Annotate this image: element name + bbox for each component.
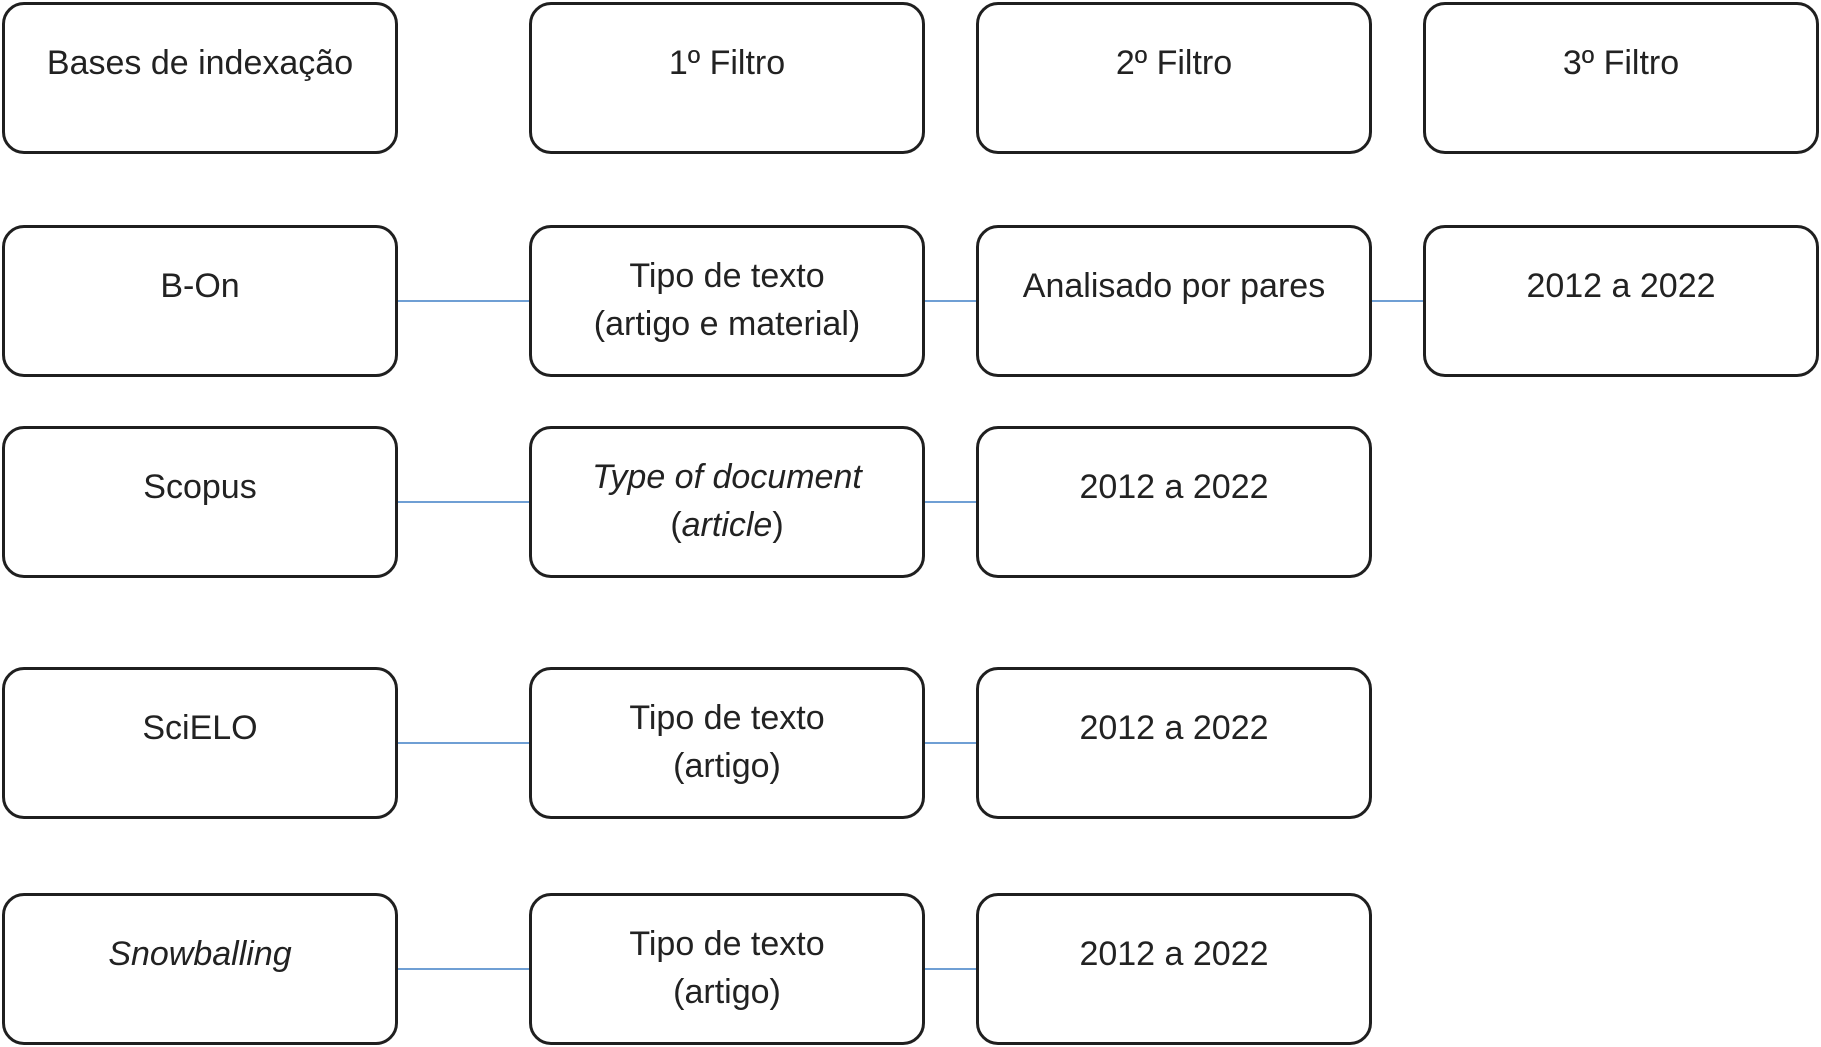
snowballing-filter1-line2: (artigo) xyxy=(673,973,781,1011)
scopus-filter1-close-paren: ) xyxy=(772,506,784,544)
b-on-filter3-label: 2012 a 2022 xyxy=(1526,267,1716,305)
snowballing-filter1-line1: Tipo de texto xyxy=(629,925,825,963)
base-b-on-box: B-On xyxy=(2,225,398,377)
scielo-filter2-label: 2012 a 2022 xyxy=(1079,709,1269,747)
header-filter3-label: 3º Filtro xyxy=(1562,44,1680,82)
snowballing-filter2-box: 2012 a 2022 xyxy=(976,893,1372,1045)
b-on-filter1-line2: (artigo e material) xyxy=(593,305,861,343)
snowballing-filter2-label: 2012 a 2022 xyxy=(1079,935,1269,973)
base-scielo-label: SciELO xyxy=(142,709,258,747)
header-filter3-box: 3º Filtro xyxy=(1423,2,1819,154)
base-b-on-label: B-On xyxy=(160,267,240,305)
base-scopus-box: Scopus xyxy=(2,426,398,578)
connector-b-on-filter2 xyxy=(925,300,976,302)
scopus-filter1-open-paren: ( xyxy=(670,506,682,544)
connector-scielo-filter2 xyxy=(925,742,976,744)
scopus-filter1-article: article xyxy=(681,506,773,544)
header-filter2-box: 2º Filtro xyxy=(976,2,1372,154)
b-on-filter2-box: Analisado por pares xyxy=(976,225,1372,377)
b-on-filter1-box: Tipo de texto (artigo e material) xyxy=(529,225,925,377)
scopus-filter1-line2: (article) xyxy=(670,501,783,549)
scielo-filter2-box: 2012 a 2022 xyxy=(976,667,1372,819)
b-on-filter2-label: Analisado por pares xyxy=(1022,267,1326,305)
scielo-filter1-box: Tipo de texto (artigo) xyxy=(529,667,925,819)
header-filter1-label: 1º Filtro xyxy=(668,44,786,82)
connector-scopus-filter2 xyxy=(925,501,976,503)
snowballing-filter1-box: Tipo de texto (artigo) xyxy=(529,893,925,1045)
b-on-filter3-box: 2012 a 2022 xyxy=(1423,225,1819,377)
base-snowballing-box: Snowballing xyxy=(2,893,398,1045)
scopus-filter2-label: 2012 a 2022 xyxy=(1079,468,1269,506)
header-filter1-box: 1º Filtro xyxy=(529,2,925,154)
connector-scielo-filter1 xyxy=(398,742,529,744)
scielo-filter1-line1: Tipo de texto xyxy=(629,699,825,737)
base-scielo-box: SciELO xyxy=(2,667,398,819)
b-on-filter1-line1: Tipo de texto xyxy=(629,257,825,295)
scopus-filter2-box: 2012 a 2022 xyxy=(976,426,1372,578)
connector-snowballing-filter1 xyxy=(398,968,529,970)
base-snowballing-label: Snowballing xyxy=(108,935,292,973)
scopus-filter1-line1: Type of document xyxy=(592,458,862,496)
scielo-filter1-line2: (artigo) xyxy=(673,747,781,785)
base-scopus-label: Scopus xyxy=(143,468,257,506)
header-bases-label: Bases de indexação xyxy=(46,44,354,82)
connector-b-on-filter1 xyxy=(398,300,529,302)
connector-scopus-filter1 xyxy=(398,501,529,503)
header-bases-box: Bases de indexação xyxy=(2,2,398,154)
connector-b-on-filter3 xyxy=(1372,300,1423,302)
header-filter2-label: 2º Filtro xyxy=(1115,44,1233,82)
connector-snowballing-filter2 xyxy=(925,968,976,970)
scopus-filter1-box: Type of document (article) xyxy=(529,426,925,578)
